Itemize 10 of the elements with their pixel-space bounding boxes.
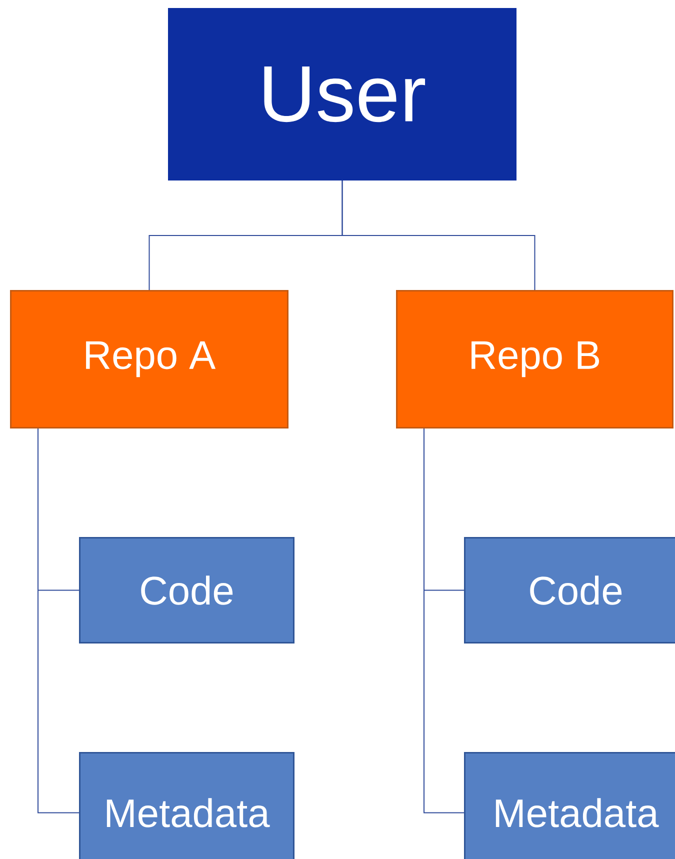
item-box: Metadata: [79, 752, 294, 859]
item-box: Metadata: [464, 752, 675, 859]
connector-line: [424, 428, 464, 814]
connector-line: [38, 428, 80, 814]
connector-line: [342, 180, 536, 290]
item-box: Code: [79, 537, 294, 644]
item-box: Code: [464, 537, 675, 644]
repo-box: Repo B: [396, 290, 674, 428]
repo-box: Repo A: [10, 290, 288, 428]
user-box: User: [168, 8, 516, 180]
